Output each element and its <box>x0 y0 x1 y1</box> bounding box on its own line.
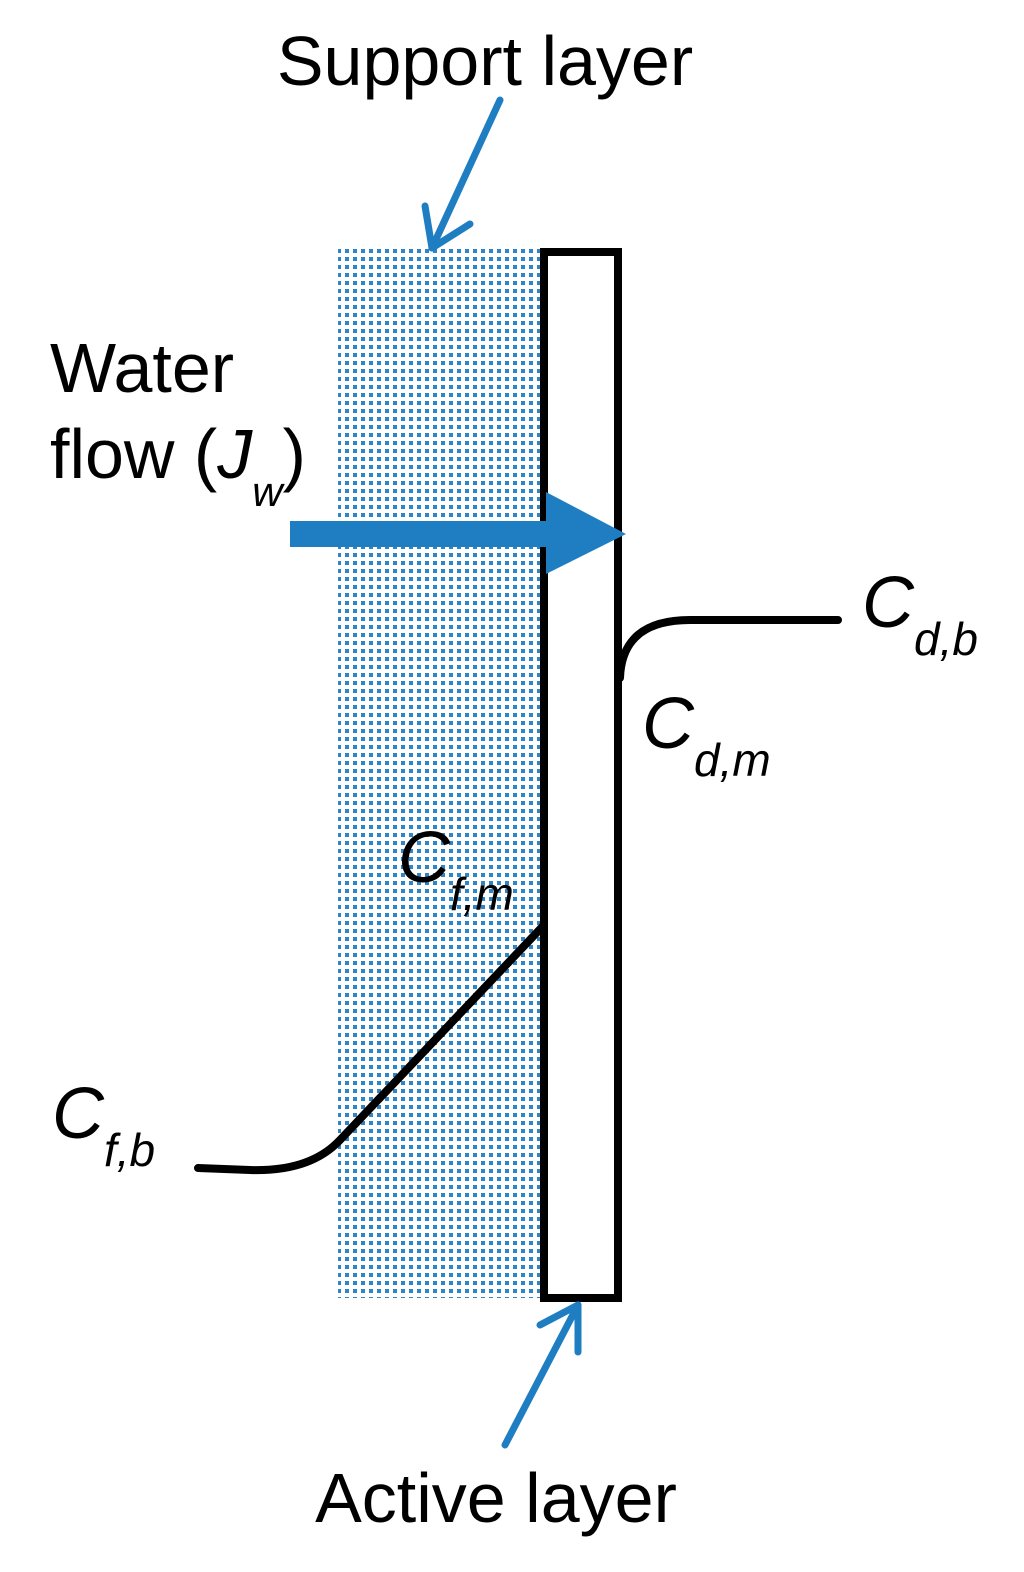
water-flow-label-line2: flow (Jw) <box>50 415 306 515</box>
active-layer-arrow <box>501 1301 582 1449</box>
draw-side-concentration-curve <box>616 616 842 682</box>
water-flux-subscript: w <box>252 468 285 515</box>
label-c-f-m: Cf,m <box>398 818 514 920</box>
active-layer-label: Active layer <box>315 1459 677 1537</box>
support-layer-label: Support layer <box>277 22 693 100</box>
support-layer-arrow <box>421 96 504 252</box>
water-flow-arrow <box>290 492 626 574</box>
active-layer-rect <box>540 248 622 1302</box>
label-c-f-b: Cf,b <box>52 1074 155 1176</box>
water-flux-symbol: J <box>216 415 253 493</box>
label-c-d-b: Cd,b <box>862 563 978 665</box>
feed-side-concentration-curve <box>194 921 548 1175</box>
water-flow-suffix: ) <box>283 415 306 493</box>
label-c-d-m: Cd,m <box>642 684 771 786</box>
water-flow-prefix: flow ( <box>50 415 217 493</box>
water-flow-label-line1: Water <box>50 329 234 407</box>
support-layer-region <box>338 248 544 1298</box>
